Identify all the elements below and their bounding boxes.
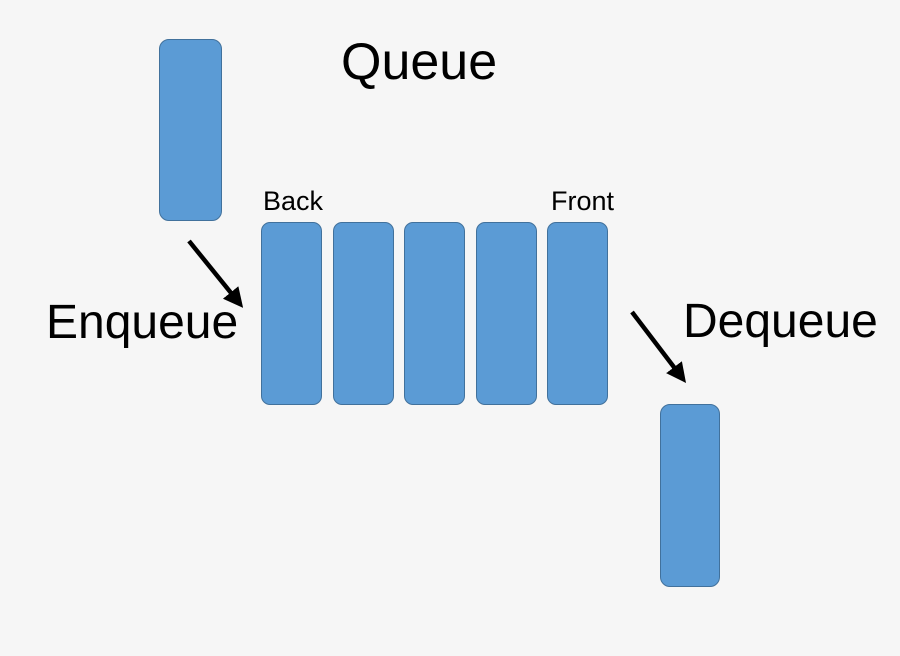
queue-cell [332, 222, 394, 405]
enqueue-arrow [187, 239, 244, 308]
back-label: Back [263, 186, 324, 216]
outgoing-item-rect [660, 404, 720, 587]
queue-cell [475, 222, 537, 405]
queue-cell [404, 222, 465, 405]
queue-cells [261, 222, 608, 405]
dequeue-label: Dequeue [683, 295, 878, 348]
incoming-item-rect [159, 39, 222, 221]
diagram-title: Queue [341, 33, 498, 91]
enqueue-label: Enqueue [46, 296, 239, 349]
queue-cell [547, 222, 608, 405]
front-label: Front [551, 186, 615, 216]
dequeue-arrow [630, 310, 686, 383]
queue-cell [261, 222, 322, 405]
